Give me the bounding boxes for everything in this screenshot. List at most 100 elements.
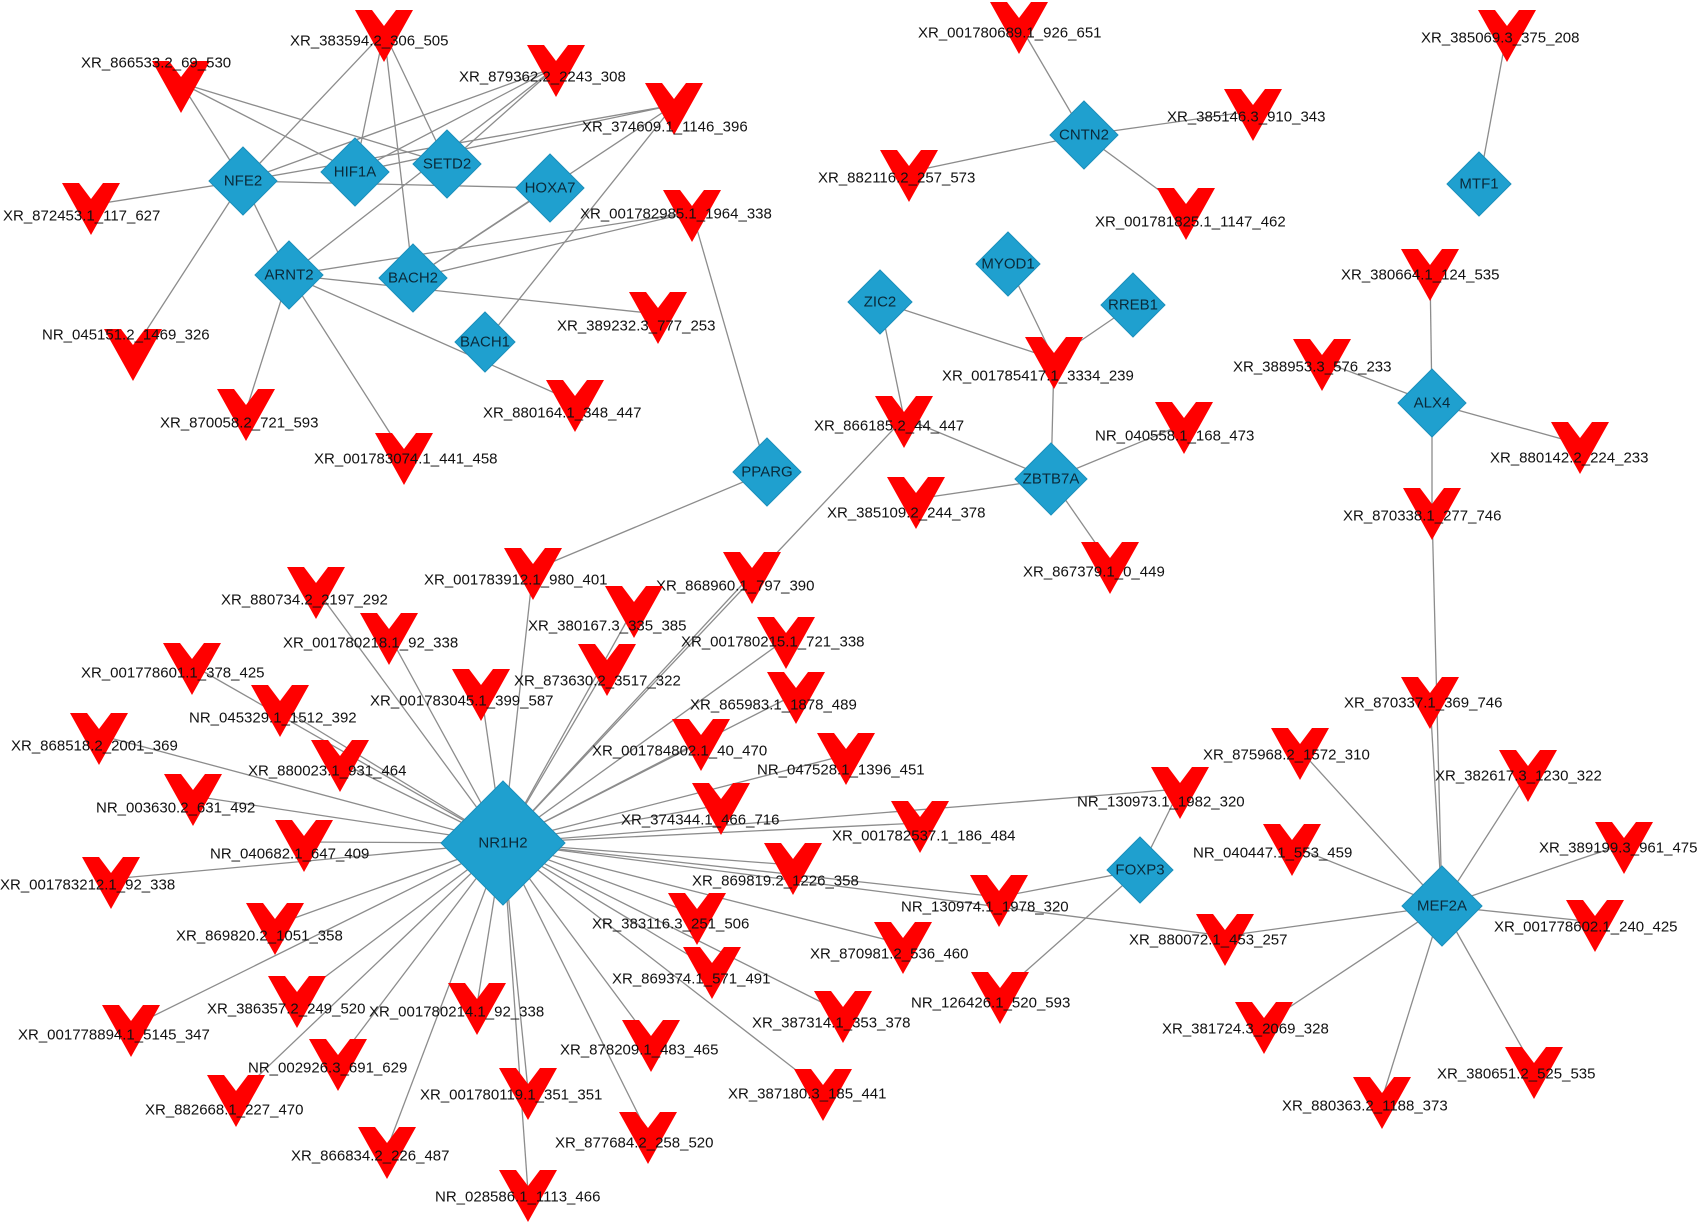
tf-node-bach1[interactable]: BACH1 xyxy=(454,311,516,373)
tf-node-setd2[interactable]: SETD2 xyxy=(412,129,482,199)
rna-node[interactable]: XR_001778601.1_378_425 xyxy=(81,643,265,695)
rna-node[interactable]: XR_880072.1_453_257 xyxy=(1129,914,1287,966)
rna-node[interactable]: XR_383594.2_306_505 xyxy=(290,10,448,62)
tf-node-myod1[interactable]: MYOD1 xyxy=(975,231,1041,297)
rna-node[interactable]: NR_028586.1_1113_466 xyxy=(435,1170,600,1222)
tf-node-alx4[interactable]: ALX4 xyxy=(1397,368,1467,438)
rna-node[interactable]: XR_875968.2_1572_310 xyxy=(1203,728,1370,780)
rna-node[interactable]: XR_867379.1_0_449 xyxy=(1023,542,1165,594)
rna-node[interactable]: XR_868518.2_2001_369 xyxy=(11,713,178,765)
rna-node[interactable]: XR_878209.1_483_465 xyxy=(560,1020,718,1072)
rna-node[interactable]: XR_880164.1_348_447 xyxy=(483,380,641,432)
rna-node[interactable]: XR_001778602.1_240_425 xyxy=(1494,900,1678,952)
rna-node[interactable]: XR_001778894.1_5145_347 xyxy=(18,1005,210,1057)
rna-node[interactable]: XR_001781825.1_1147_462 xyxy=(1095,188,1286,240)
rna-node[interactable]: XR_389199.3_961_475 xyxy=(1539,822,1697,874)
rna-node[interactable]: XR_877684.2_258_520 xyxy=(555,1112,713,1164)
rna-node[interactable]: XR_001783212.1_92_338 xyxy=(0,857,175,909)
rna-node[interactable]: XR_380664.1_124_535 xyxy=(1341,249,1499,301)
rna-node[interactable]: XR_001783045.1_399_587 xyxy=(370,669,554,721)
rna-marker xyxy=(629,292,687,344)
rna-node[interactable]: XR_001780218.1_92_338 xyxy=(283,613,458,665)
rna-node[interactable]: XR_870337.1_369_746 xyxy=(1344,677,1502,729)
tf-node-cntn2[interactable]: CNTN2 xyxy=(1049,100,1119,170)
tf-node-zbtb7a[interactable]: ZBTB7A xyxy=(1014,442,1088,516)
tf-label: MYOD1 xyxy=(981,256,1034,273)
rna-marker xyxy=(645,83,703,135)
tf-node-bach2[interactable]: BACH2 xyxy=(378,243,448,313)
edge-NFE2-r2 xyxy=(242,31,385,182)
rna-node[interactable]: XR_385146.3_910_343 xyxy=(1167,89,1325,141)
rna-node[interactable]: NR_040558.1_168_473 xyxy=(1095,402,1254,454)
rna-node[interactable]: XR_880023.1_931_464 xyxy=(248,740,406,792)
rna-node[interactable]: XR_001780214.1_92_338 xyxy=(369,983,544,1035)
rna-node[interactable]: XR_386357.2_249_520 xyxy=(207,976,365,1028)
tf-node-nr1h2[interactable]: NR1H2 xyxy=(440,780,566,906)
rna-node[interactable]: XR_380651.2_525_535 xyxy=(1437,1047,1595,1099)
rna-node[interactable]: XR_001782985.1_1964_338 xyxy=(580,190,772,242)
rna-node[interactable]: XR_001782537.1_186_484 xyxy=(832,801,1016,853)
rna-node[interactable]: XR_870981.2_536_460 xyxy=(810,922,968,974)
rna-node[interactable]: XR_866533.2_69_530 xyxy=(81,55,231,114)
tf-node-mef2a[interactable]: MEF2A xyxy=(1401,865,1483,947)
rna-marker xyxy=(527,45,585,97)
rna-node[interactable]: NR_047528.1_1396_451 xyxy=(757,733,925,785)
rna-node[interactable]: XR_387180.3_185_441 xyxy=(728,1069,886,1121)
rna-node[interactable]: XR_001780119.1_351_351 xyxy=(420,1068,602,1120)
rna-node[interactable]: XR_869820.2_1051_358 xyxy=(176,903,343,955)
tf-node-hif1a[interactable]: HIF1A xyxy=(320,137,390,207)
rna-node[interactable]: XR_382617.3_1230_322 xyxy=(1435,750,1602,802)
rna-node[interactable]: NR_002926.3_691_629 xyxy=(248,1039,407,1091)
rna-node[interactable]: XR_001780689.1_926_651 xyxy=(918,2,1102,54)
rna-node[interactable]: XR_873630.2_3517_322 xyxy=(514,644,681,696)
rna-node[interactable]: NR_003630.2_631_492 xyxy=(96,774,255,826)
tf-node-mtf1[interactable]: MTF1 xyxy=(1446,151,1512,217)
rna-node[interactable]: XR_865983.1_1878_489 xyxy=(690,672,857,724)
rna-node[interactable]: NR_130973.1_1982_320 xyxy=(1077,767,1245,819)
rna-node[interactable]: XR_383116.3_251_506 xyxy=(592,893,749,945)
rna-node[interactable]: XR_880363.2_1188_373 xyxy=(1282,1077,1448,1129)
tf-node-zic2[interactable]: ZIC2 xyxy=(847,269,913,335)
tf-node-rreb1[interactable]: RREB1 xyxy=(1100,272,1166,338)
rna-node[interactable]: XR_001785417.1_3334_239 xyxy=(942,337,1134,389)
tf-node-nfe2[interactable]: NFE2 xyxy=(208,146,278,216)
rna-node[interactable]: NR_126426.1_520_593 xyxy=(911,972,1070,1024)
rna-node[interactable]: NR_045329.1_1512_392 xyxy=(189,685,357,737)
rna-node[interactable]: XR_001784802.1_40_470 xyxy=(592,719,767,771)
tf-node-pparg[interactable]: PPARG xyxy=(732,437,802,507)
rna-node[interactable]: XR_385069.3_375_208 xyxy=(1421,10,1579,62)
tf-node-hoxa7[interactable]: HOXA7 xyxy=(515,153,585,223)
rna-node[interactable]: XR_879362.2_2243_308 xyxy=(459,45,626,97)
rna-node[interactable]: NR_040682.1_647_409 xyxy=(210,820,369,872)
rna-node[interactable]: XR_866185.2_44_447 xyxy=(814,396,964,448)
edge-NFE2-r3 xyxy=(242,66,557,182)
rna-node[interactable]: XR_872453.1_117_627 xyxy=(3,183,160,235)
rna-node[interactable]: NR_130974.1_1978_320 xyxy=(901,875,1069,927)
tf-node-foxp3[interactable]: FOXP3 xyxy=(1106,836,1174,904)
rna-node[interactable]: XR_882668.1_227_470 xyxy=(145,1075,303,1127)
rna-node[interactable]: XR_868960.1_797_390 xyxy=(656,552,814,604)
rna-node[interactable]: XR_869819.2_1226_358 xyxy=(692,843,859,895)
rna-node[interactable]: XR_870338.1_277_746 xyxy=(1343,488,1501,540)
rna-node[interactable]: XR_869374.1_571_491 xyxy=(612,947,770,999)
rna-node[interactable]: XR_374609.1_1146_396 xyxy=(582,83,748,136)
rna-node[interactable]: XR_380167.3_335_385 xyxy=(528,586,686,638)
rna-node[interactable]: XR_381724.3_2069_328 xyxy=(1162,1002,1329,1054)
tf-label: RREB1 xyxy=(1108,297,1158,314)
rna-node[interactable]: NR_040447.1_553_459 xyxy=(1193,824,1352,876)
tf-node-arnt2[interactable]: ARNT2 xyxy=(254,240,324,310)
rna-node[interactable]: NR_045151.2_1469_326 xyxy=(42,327,210,382)
rna-node[interactable]: XR_880142.2_224_233 xyxy=(1490,422,1648,474)
rna-node[interactable]: XR_389232.3_777_253 xyxy=(557,292,715,344)
rna-node[interactable]: XR_387314.1_353_378 xyxy=(752,991,910,1043)
rna-node[interactable]: XR_388953.3_576_233 xyxy=(1233,339,1391,391)
rna-node[interactable]: XR_870058.2_721_593 xyxy=(160,389,318,441)
rna-node[interactable]: XR_385109.2_244_378 xyxy=(827,477,985,529)
rna-node[interactable]: XR_882116.2_257_573 xyxy=(818,150,975,202)
rna-node[interactable]: XR_001783912.1_980_401 xyxy=(424,548,608,600)
rna-node[interactable]: XR_374344.1_466_716 xyxy=(621,783,779,835)
rna-node[interactable]: XR_866834.2_226_487 xyxy=(291,1127,449,1179)
rna-node[interactable]: XR_880734.2_2197_292 xyxy=(221,567,388,619)
rna-node[interactable]: XR_001780215.1_721_338 xyxy=(681,617,865,669)
rna-node[interactable]: XR_001783074.1_441_458 xyxy=(314,433,498,485)
